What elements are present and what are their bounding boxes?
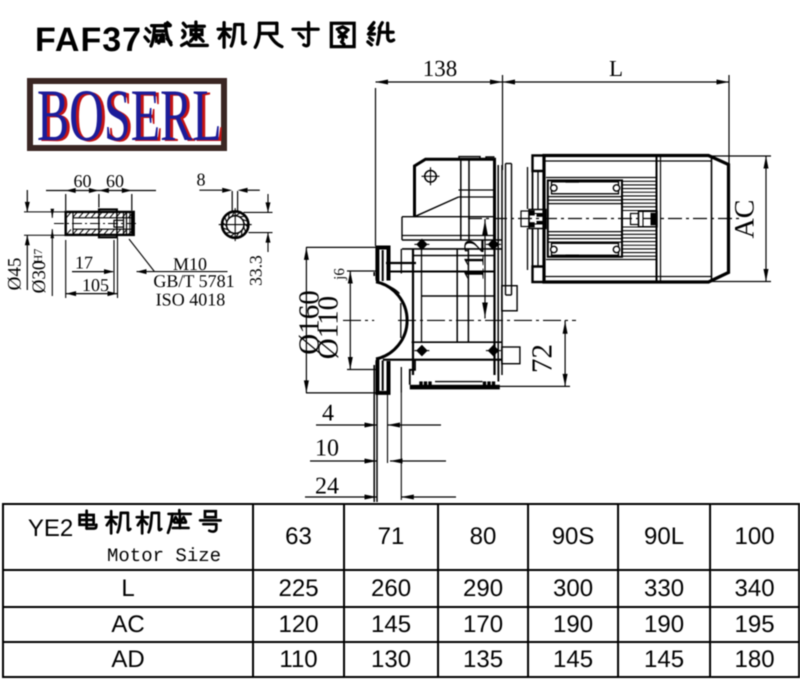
svg-text:17: 17 [75, 252, 93, 272]
svg-text:24: 24 [315, 473, 339, 499]
svg-text:8: 8 [196, 169, 205, 189]
svg-text:4: 4 [322, 400, 334, 426]
svg-text:60: 60 [73, 171, 91, 191]
svg-text:ISO 4018: ISO 4018 [156, 289, 226, 309]
svg-text:GB/T 5781: GB/T 5781 [153, 271, 234, 291]
svg-text:138: 138 [423, 56, 458, 81]
svg-text:AC: AC [730, 200, 761, 239]
svg-text:33.3: 33.3 [246, 255, 266, 286]
svg-text:10: 10 [315, 435, 339, 461]
svg-text:Ø45: Ø45 [5, 258, 26, 291]
svg-text:Ø30: Ø30 [29, 261, 50, 294]
svg-text:112: 112 [459, 239, 491, 281]
svg-text:j6: j6 [332, 268, 348, 281]
svg-text:Ø110: Ø110 [313, 296, 345, 359]
svg-text:105: 105 [82, 275, 109, 295]
svg-text:L: L [609, 56, 623, 81]
svg-text:Ø160: Ø160 [294, 290, 326, 354]
svg-text:H7: H7 [31, 249, 45, 264]
svg-text:M10: M10 [173, 254, 207, 274]
svg-text:60: 60 [106, 171, 124, 191]
svg-text:72: 72 [527, 344, 559, 373]
